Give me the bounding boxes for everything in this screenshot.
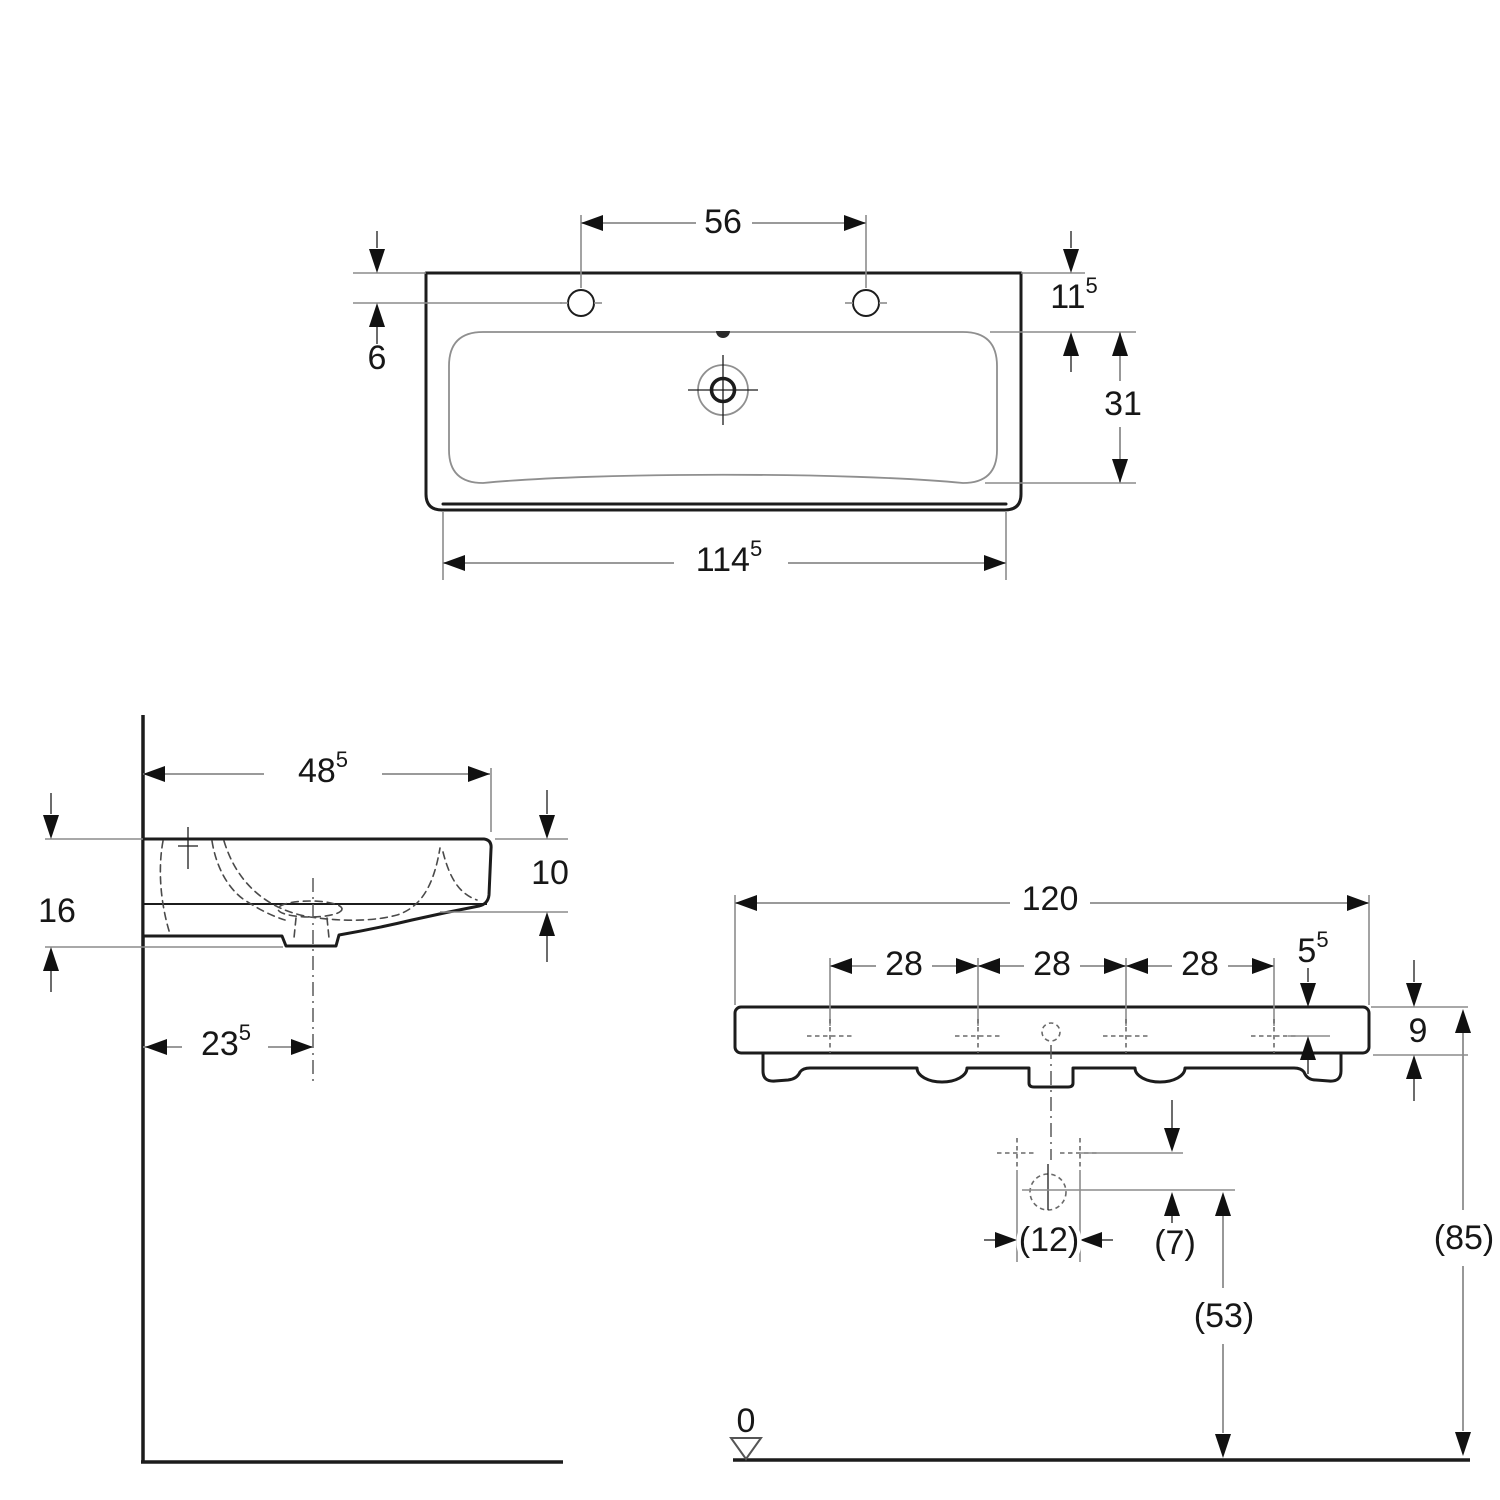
dim-label-53: (53) bbox=[1194, 1297, 1254, 1335]
dimension-drain-height: (53) bbox=[1194, 1192, 1254, 1458]
tap-hole-right-icon bbox=[845, 289, 887, 317]
dim-label-56: 56 bbox=[704, 203, 742, 241]
front-view: 120 28 28 28 55 bbox=[729, 880, 1494, 1462]
dimension-top-to-holes: 55 bbox=[1288, 927, 1330, 1074]
dimension-wall-height: 16 bbox=[38, 793, 283, 992]
hole-extension-lines bbox=[829, 958, 1275, 1026]
hidden-interior-lines bbox=[159, 840, 478, 939]
dimension-body-height: 9 bbox=[1371, 960, 1468, 1101]
drain-icon bbox=[688, 355, 758, 425]
dimension-rear-to-basin: 115 bbox=[990, 231, 1136, 372]
dim-label-9: 9 bbox=[1409, 1012, 1428, 1050]
datum-triangle-icon bbox=[729, 1437, 763, 1461]
side-view: 485 16 10 235 bbox=[38, 715, 569, 1464]
dimension-total-depth: 485 bbox=[143, 747, 492, 832]
mounting-detail: (7) (12) bbox=[984, 1100, 1235, 1264]
dim-label-11-5: 115 bbox=[1050, 273, 1098, 317]
dimension-rim-height: (85) bbox=[1434, 1009, 1494, 1456]
tap-axis-marker bbox=[178, 827, 198, 869]
dim-label-5-5: 55 bbox=[1297, 927, 1328, 971]
basin-inner-rim bbox=[448, 331, 998, 484]
dimension-front-width: 1145 bbox=[442, 512, 1007, 580]
dimension-drain-offset: 235 bbox=[143, 1020, 313, 1064]
dim-label-28-a: 28 bbox=[885, 945, 923, 983]
dim-label-16: 16 bbox=[38, 892, 76, 930]
basin-skirt-outline bbox=[761, 1051, 1343, 1089]
dim-label-7: (7) bbox=[1154, 1224, 1196, 1262]
dimension-total-width: 120 bbox=[734, 880, 1370, 1005]
dim-label-120: 120 bbox=[1022, 880, 1079, 918]
top-view: 56 6 115 31 bbox=[353, 203, 1142, 580]
basin-front-body bbox=[733, 1005, 1371, 1055]
basin-side-outline bbox=[141, 837, 493, 948]
dimension-rear-to-tap: 6 bbox=[353, 231, 562, 377]
dim-label-6: 6 bbox=[368, 339, 387, 377]
dimension-hole-spacing: 28 28 28 bbox=[830, 945, 1274, 983]
fixing-point-crosshairs bbox=[807, 1019, 1297, 1053]
datum-symbol: 0 bbox=[729, 1402, 763, 1461]
dim-label-12: (12) bbox=[1019, 1221, 1079, 1259]
dim-label-85: (85) bbox=[1434, 1219, 1494, 1257]
datum-zero-label: 0 bbox=[737, 1402, 756, 1440]
dimension-basin-depth: 31 bbox=[985, 332, 1142, 484]
dim-label-23-5: 235 bbox=[201, 1020, 251, 1064]
bracket-crosshair-left bbox=[997, 1138, 1037, 1168]
dimension-front-height: 10 bbox=[440, 790, 569, 962]
dim-label-10: 10 bbox=[531, 854, 569, 892]
dim-label-28-b: 28 bbox=[1033, 945, 1071, 983]
overflow-notch-icon bbox=[716, 331, 730, 338]
dim-label-31: 31 bbox=[1104, 385, 1142, 423]
overflow-hole-icon bbox=[1041, 1022, 1061, 1042]
dim-label-114-5: 1145 bbox=[696, 536, 762, 580]
dim-label-48-5: 485 bbox=[298, 747, 348, 791]
dimension-tap-spacing: 56 bbox=[580, 203, 867, 288]
dim-label-28-c: 28 bbox=[1181, 945, 1219, 983]
